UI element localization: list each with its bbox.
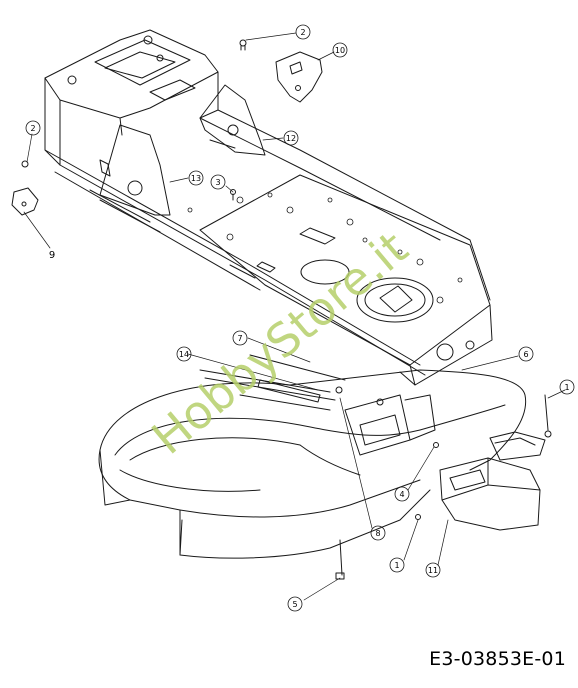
callout-9: 9 xyxy=(49,250,55,261)
callout-8: 8 xyxy=(375,529,380,538)
plate-10 xyxy=(275,51,323,103)
callout-10: 10 xyxy=(335,46,345,55)
mower-deck xyxy=(98,354,527,559)
callout-3: 3 xyxy=(215,178,220,187)
callout-11: 11 xyxy=(428,566,438,575)
drawing-code: E3-03853E-01 xyxy=(429,648,566,670)
frame xyxy=(44,29,493,386)
callout-7: 7 xyxy=(237,334,242,343)
plate-12 xyxy=(199,84,266,156)
cover-11 xyxy=(439,431,546,531)
callout-4: 4 xyxy=(399,490,404,499)
callout-circles xyxy=(25,24,575,612)
fasteners xyxy=(21,39,552,580)
callout-13: 13 xyxy=(191,174,201,183)
callout-12: 12 xyxy=(286,134,296,143)
callout-5: 5 xyxy=(292,600,297,609)
callout-14: 14 xyxy=(179,350,189,359)
plate-13 xyxy=(99,124,171,216)
callout-2-top: 2 xyxy=(300,28,305,37)
callout-6: 6 xyxy=(523,350,528,359)
leader-lines xyxy=(23,32,566,601)
callout-1-right: 1 xyxy=(564,383,569,392)
callout-2-left: 2 xyxy=(30,124,35,133)
plate-9 xyxy=(11,187,39,216)
callout-1-bottom: 1 xyxy=(394,561,399,570)
watermark: HobbyStore.it xyxy=(142,221,418,465)
callout-labels: 2 10 2 12 13 3 9 7 14 6 1 4 8 1 11 5 xyxy=(30,28,569,609)
